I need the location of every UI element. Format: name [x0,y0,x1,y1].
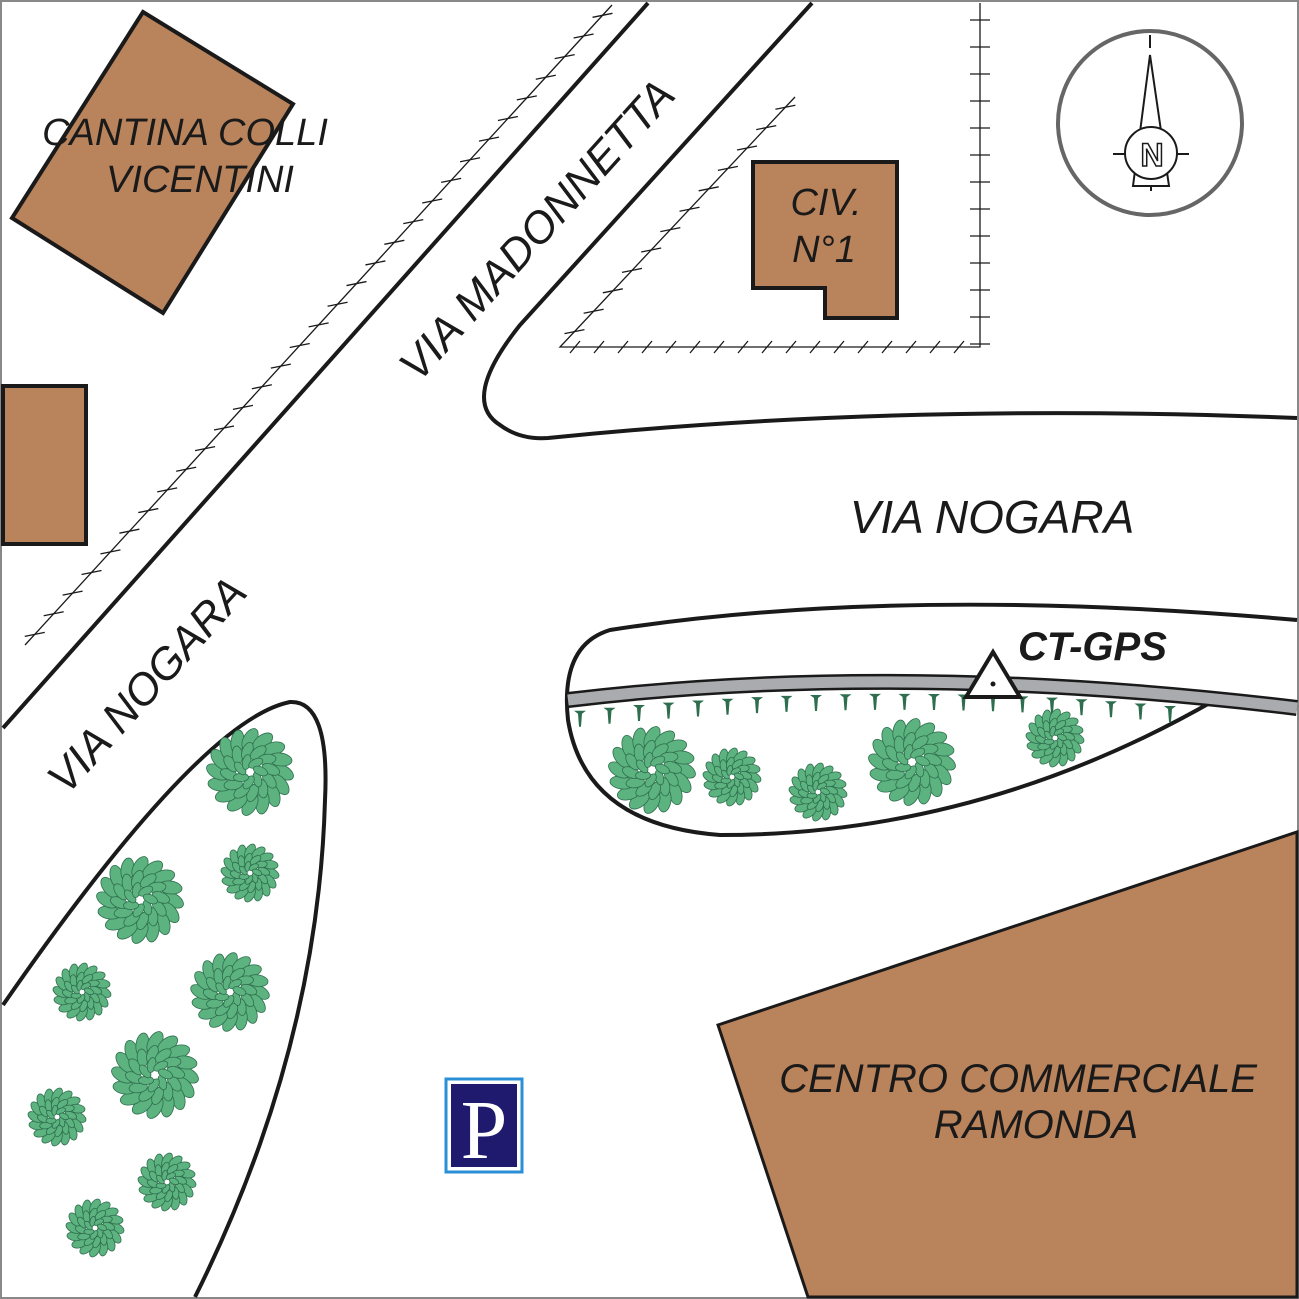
label-ct-gps: CT-GPS [1018,625,1167,669]
hedge-mark [721,698,734,715]
island-green-west [1,699,328,1298]
hedge-mark [1016,696,1029,713]
building-centro-commerciale[interactable] [716,829,1299,1299]
building-west[interactable] [1,384,88,546]
embankment-lines [24,3,990,646]
label-cantina-2: VICENTINI [106,159,294,201]
tree-icon [608,726,696,814]
tree-icon [65,1198,125,1258]
hedge-mark [603,707,616,724]
hedge-mark [574,710,586,727]
building-cantina[interactable] [9,9,296,316]
hedge-mark [692,700,704,717]
tree-icon [220,843,280,903]
building-civ-1[interactable] [751,160,899,320]
label-centro-1: CENTRO COMMERCIALE [779,1057,1258,1101]
hedge-mark [839,694,852,711]
tree-icon [206,728,294,816]
hedge-mark [1046,697,1058,714]
hedge-ticks [574,693,1176,727]
hedge-mark [928,694,940,711]
road-edge-madonnetta-east [482,1,1298,441]
island-traffic [565,602,1298,838]
hedge-mark [1164,705,1176,722]
tree-icon [111,1031,199,1119]
road-edge-west [1,1,650,730]
tree-icon [96,856,184,944]
triangle-marker-icon [962,648,1024,699]
label-civ-1: CIV. [790,182,861,224]
hedge-mark [662,702,675,719]
gps-marker[interactable] [962,648,1024,699]
tree-icon [702,747,762,807]
label-cantina-1: CANTINA COLLI [42,112,328,154]
tree-icon [1025,708,1085,768]
hedge-mark [780,695,793,712]
tree-icon [788,762,848,822]
parking-sign[interactable]: P [444,1077,524,1177]
hedge-mark [1134,703,1147,720]
parking-icon: P [461,1084,508,1177]
tree-icon [868,718,956,806]
trees [27,708,1085,1258]
hedge-mark [810,694,822,711]
tree-icon [27,1087,87,1147]
north-label: N [1140,137,1163,173]
hedge-mark [869,693,881,710]
label-civ-2: N°1 [792,229,856,271]
hedge-mark [1105,701,1117,718]
hedge-mark [633,705,645,722]
hedge-mark [1075,699,1088,716]
tree-icon [190,952,270,1032]
tree-icon [52,962,112,1022]
label-via-nogara-east: VIA NOGARA [850,491,1135,543]
label-centro-2: RAMONDA [934,1103,1138,1147]
hedge-mark [957,694,970,711]
hedge-mark [987,695,999,712]
north-arrow: N [1056,29,1244,217]
tree-icon [137,1152,197,1212]
hedge-mark [751,697,763,714]
hedge-mark [898,693,911,710]
